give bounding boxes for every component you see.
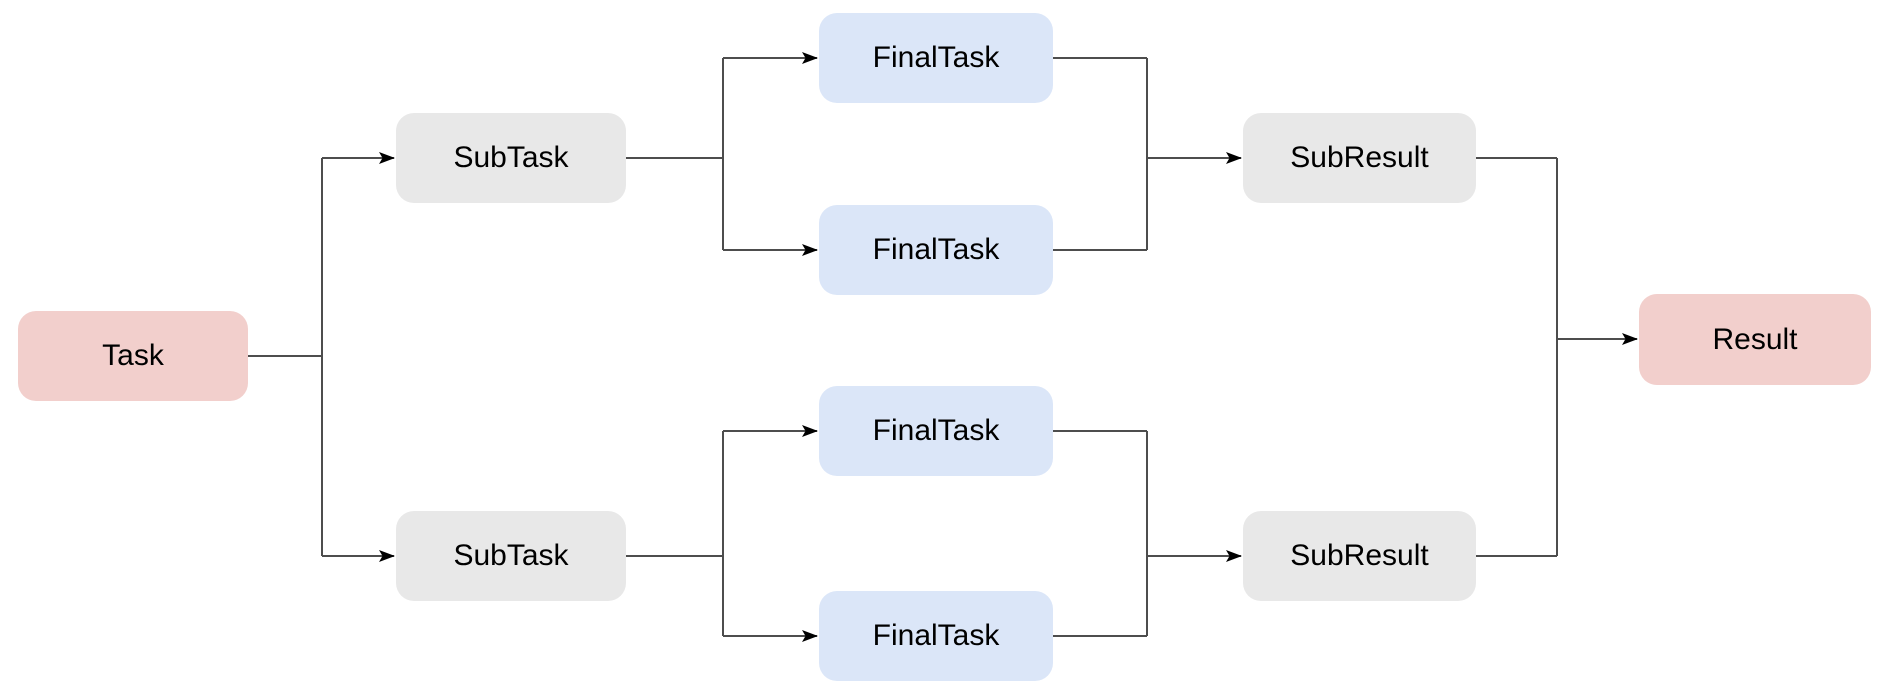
node-finaltask-2[interactable]: FinalTask	[819, 205, 1053, 295]
node-subtask-bottom-label: SubTask	[453, 539, 569, 572]
node-task[interactable]: Task	[18, 311, 248, 401]
node-result-label: Result	[1712, 322, 1798, 356]
node-finaltask-3[interactable]: FinalTask	[819, 386, 1053, 476]
node-subtask-bottom[interactable]: SubTask	[396, 511, 626, 601]
node-finaltask-1-label: FinalTask	[872, 41, 1000, 74]
node-finaltask-3-label: FinalTask	[872, 414, 1000, 447]
node-subtask-top[interactable]: SubTask	[396, 113, 626, 203]
node-subresult-bottom[interactable]: SubResult	[1243, 511, 1476, 601]
node-finaltask-4-label: FinalTask	[872, 619, 1000, 652]
node-finaltask-4[interactable]: FinalTask	[819, 591, 1053, 681]
node-task-label: Task	[102, 339, 164, 372]
node-finaltask-2-label: FinalTask	[872, 233, 1000, 266]
node-subresult-top[interactable]: SubResult	[1243, 113, 1476, 203]
node-subtask-top-label: SubTask	[453, 141, 569, 174]
node-finaltask-1[interactable]: FinalTask	[819, 13, 1053, 103]
node-result[interactable]: Result	[1639, 294, 1871, 385]
node-subresult-top-label: SubResult	[1290, 141, 1429, 174]
node-subresult-bottom-label: SubResult	[1290, 539, 1429, 572]
